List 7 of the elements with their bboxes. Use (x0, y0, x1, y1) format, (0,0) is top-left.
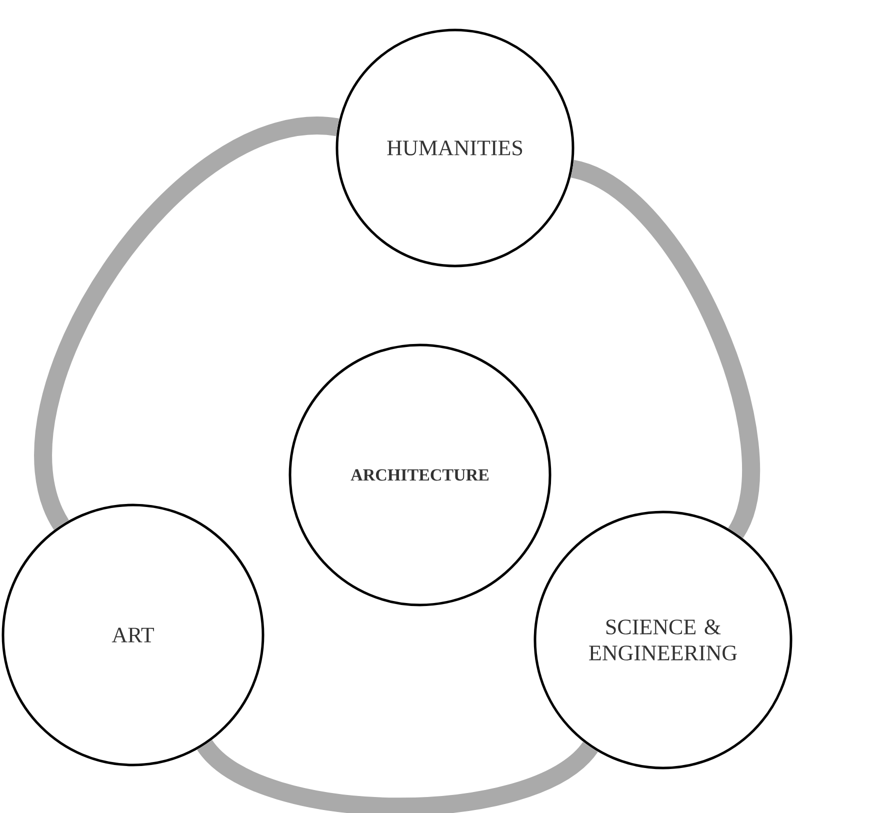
circle-node: HUMANITIES (336, 28, 574, 268)
circle-node: ARCHITECTURE (288, 344, 552, 606)
ring-connector (198, 738, 597, 813)
ring-connector (34, 118, 338, 528)
circle-node: SCIENCE & ENGINEERING (534, 510, 792, 770)
ring-connector (569, 160, 760, 537)
circle-node: ART (2, 504, 264, 766)
